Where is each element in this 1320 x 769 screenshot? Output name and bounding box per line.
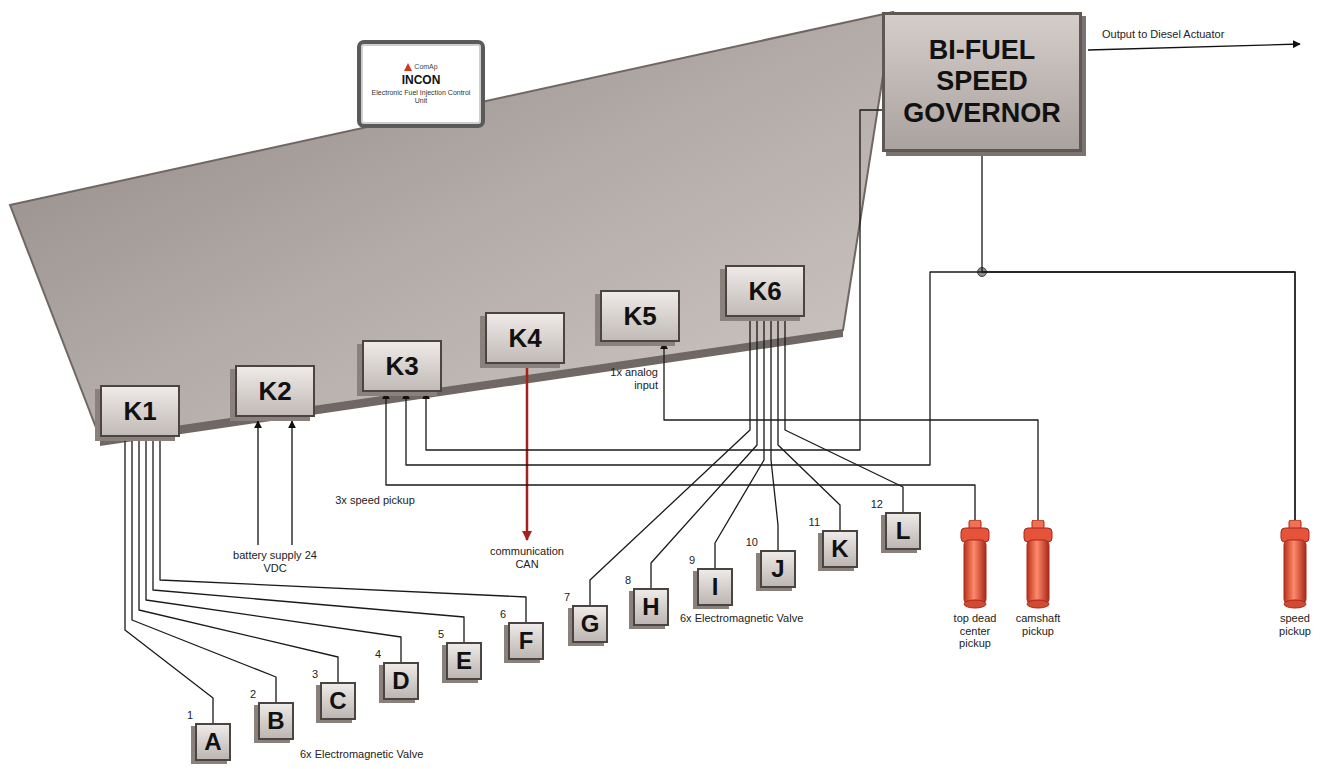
can-bus-line xyxy=(526,366,529,540)
box-label: K6 xyxy=(748,276,781,307)
logo-icon xyxy=(404,63,412,71)
box-label: K xyxy=(831,535,848,563)
wire-connector xyxy=(139,437,338,682)
box-label: K2 xyxy=(258,376,291,407)
wire-connector xyxy=(664,342,1038,520)
callout-number: 11 xyxy=(806,516,820,529)
can-label: communication CAN xyxy=(487,545,567,570)
wire-connector xyxy=(153,437,464,642)
brand-row: ComAp xyxy=(404,63,437,71)
valve-box: J xyxy=(760,550,796,588)
connector-box: K1 xyxy=(100,385,180,437)
wire-connector xyxy=(715,317,764,568)
box-label: F xyxy=(519,627,534,655)
box-label: K3 xyxy=(385,351,418,382)
callout-number: 9 xyxy=(681,554,695,567)
wire-connector xyxy=(426,110,882,450)
box-label: BI-FUEL SPEED GOVERNOR xyxy=(893,35,1071,128)
box-label: J xyxy=(771,555,784,583)
valve-box: G xyxy=(572,605,608,643)
actuator-output-line xyxy=(1088,44,1300,50)
valve-box: K xyxy=(822,530,858,568)
valve-box: I xyxy=(697,568,733,606)
pickup-label: top dead center pickup xyxy=(945,612,1005,650)
control-unit-panel xyxy=(10,12,893,438)
controller-badge: ComApINCON Electronic Fuel Injection Cont… xyxy=(357,40,485,128)
callout-number: 4 xyxy=(367,648,381,661)
wire-connector xyxy=(406,272,1295,520)
wire-connector xyxy=(651,317,757,588)
wire-connector xyxy=(785,317,903,512)
connector-box: K2 xyxy=(235,365,315,417)
wire-connector xyxy=(146,437,401,662)
governor-box: BI-FUEL SPEED GOVERNOR xyxy=(882,12,1082,152)
box-label: K5 xyxy=(623,301,656,332)
callout-number: 12 xyxy=(869,498,883,511)
connector-box: K4 xyxy=(485,312,565,364)
valve-box: C xyxy=(320,682,356,720)
output-label: Output to Diesel Actuator xyxy=(1102,28,1252,41)
box-label: K4 xyxy=(508,323,541,354)
pickup-icon xyxy=(1008,520,1068,612)
callout-number: 5 xyxy=(430,628,444,641)
battery-wire xyxy=(257,421,258,545)
valve-group-label: 6x Electromagnetic Valve xyxy=(680,612,840,625)
box-label: A xyxy=(204,728,221,756)
box-label: E xyxy=(456,647,472,675)
pickup-icon xyxy=(945,520,1005,612)
box-label: B xyxy=(267,707,284,735)
box-label: L xyxy=(896,517,911,545)
pickup-count-label: 3x speed pickup xyxy=(325,494,425,507)
box-label: H xyxy=(642,593,659,621)
battery-wire xyxy=(291,421,292,545)
pickup-label: camshaft pickup xyxy=(1008,612,1068,637)
callout-number: 10 xyxy=(744,536,758,549)
connector-box: K6 xyxy=(725,265,805,317)
brand-name: ComAp xyxy=(414,63,437,70)
product-description: Electronic Fuel Injection Control Unit xyxy=(367,89,475,105)
valve-box: L xyxy=(885,512,921,550)
box-label: K1 xyxy=(123,396,156,427)
valve-box: F xyxy=(508,622,544,660)
pickup-icon xyxy=(1265,520,1320,612)
box-label: D xyxy=(392,667,409,695)
box-label: C xyxy=(329,687,346,715)
callout-number: 6 xyxy=(492,608,506,621)
callout-number: 7 xyxy=(556,591,570,604)
product-name: INCON xyxy=(402,73,441,87)
pickup-label: speed pickup xyxy=(1265,612,1320,637)
analog-input-label: 1x analog input xyxy=(592,366,658,391)
valve-box: A xyxy=(195,723,231,761)
connector-box: K3 xyxy=(362,340,442,392)
valve-box: E xyxy=(446,642,482,680)
wire-connector xyxy=(590,317,750,605)
valve-box: B xyxy=(258,702,294,740)
callout-number: 3 xyxy=(304,668,318,681)
box-label: I xyxy=(712,573,719,601)
wire-connector xyxy=(386,392,975,520)
supply-label: battery supply 24 VDC xyxy=(220,549,330,574)
callout-number: 2 xyxy=(242,688,256,701)
valve-group-label: 6x Electromagnetic Valve xyxy=(300,748,460,761)
valve-box: H xyxy=(633,588,669,626)
connector-box: K5 xyxy=(600,290,680,342)
pickup-sensor: top dead center pickup xyxy=(945,520,1005,650)
box-label: G xyxy=(581,610,600,638)
pickup-sensor: speed pickup xyxy=(1265,520,1320,637)
pickup-sensor: camshaft pickup xyxy=(1008,520,1068,637)
callout-number: 8 xyxy=(617,574,631,587)
valve-box: D xyxy=(383,662,419,700)
wire-connector xyxy=(778,317,840,530)
wire-connector xyxy=(982,152,1295,520)
callout-number: 1 xyxy=(179,709,193,722)
wire-connector xyxy=(771,317,778,550)
